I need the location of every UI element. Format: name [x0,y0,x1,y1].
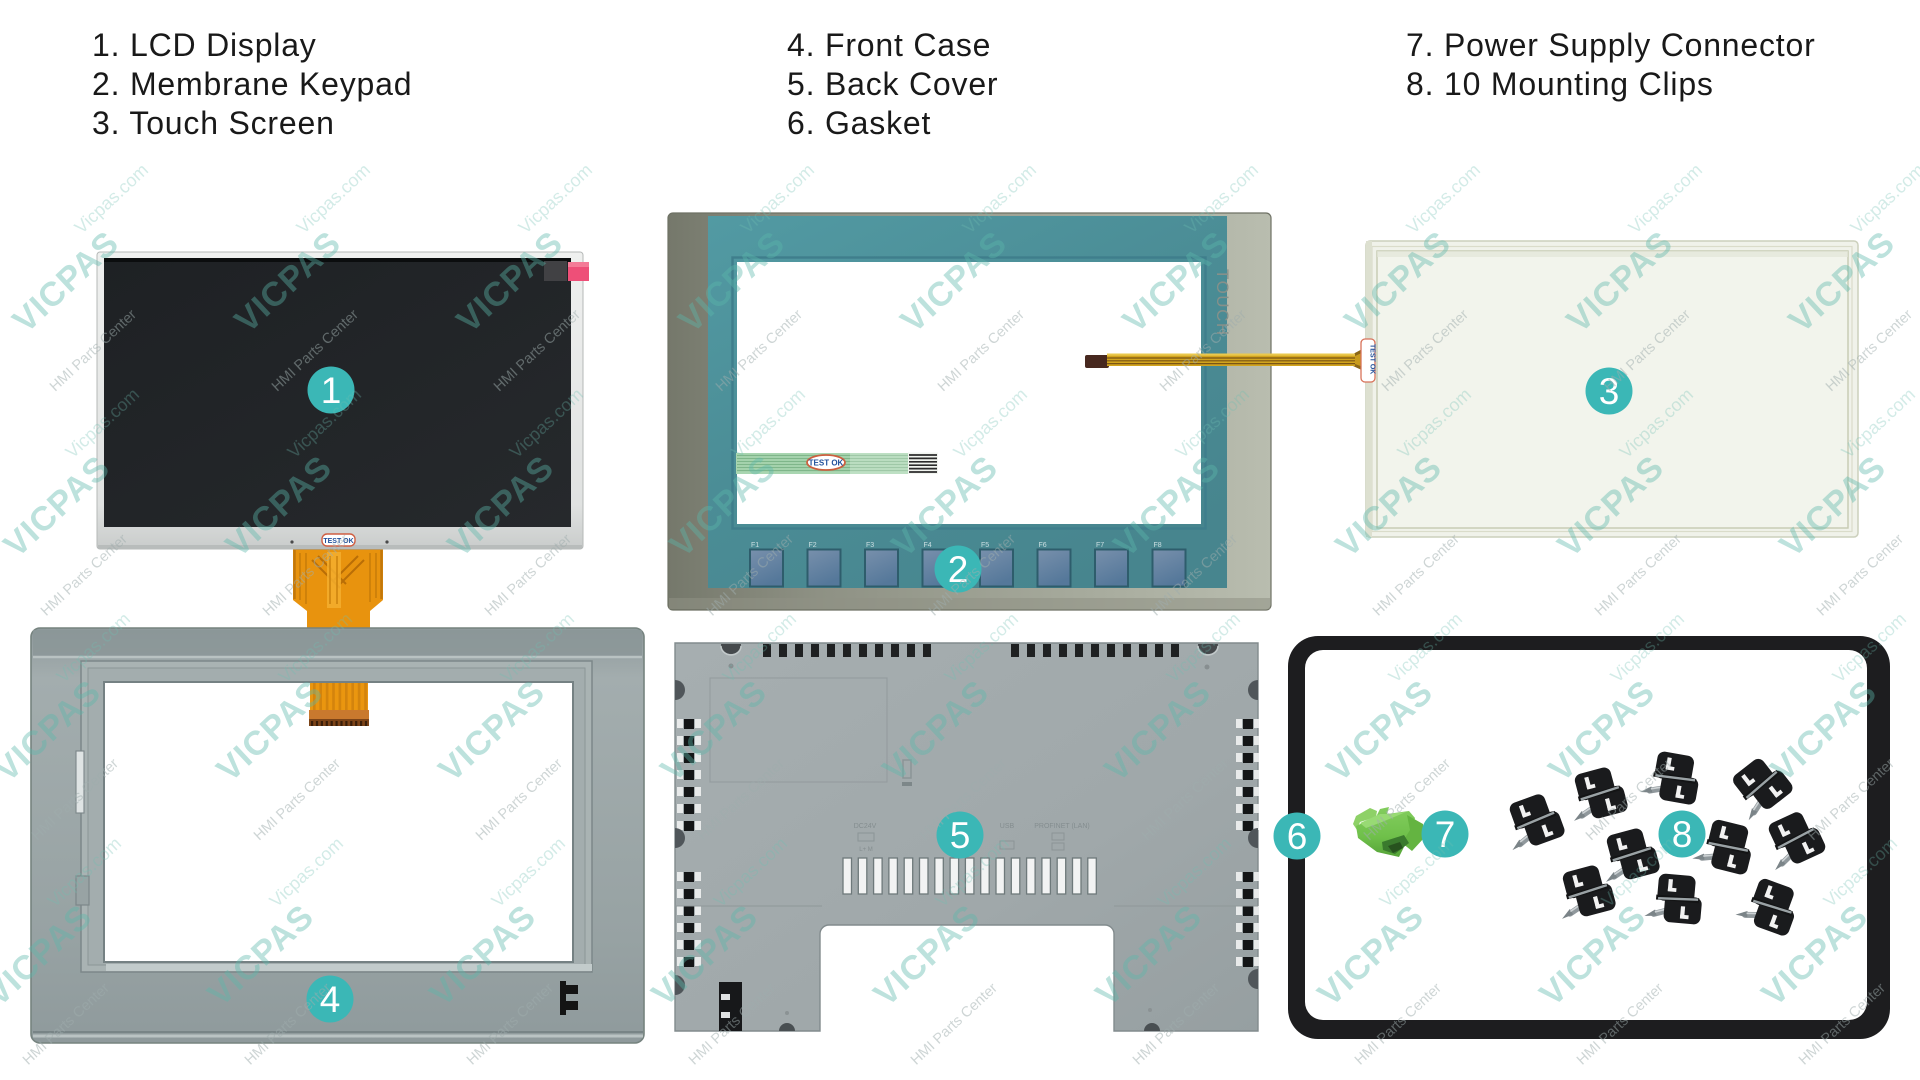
svg-text:Vicpas.com: Vicpas.com [1847,160,1920,238]
svg-text:TEST OK: TEST OK [323,538,353,545]
svg-text:4: 4 [320,979,341,1020]
svg-text:5: 5 [950,815,971,856]
svg-text:F6: F6 [1039,542,1047,549]
svg-text:F7: F7 [1096,542,1104,549]
svg-text:USB: USB [1000,823,1015,830]
svg-text:F8: F8 [1154,542,1162,549]
svg-text:F1: F1 [751,542,759,549]
svg-text:6: 6 [1287,816,1308,857]
svg-text:Vicpas.com: Vicpas.com [71,160,152,238]
svg-text:8: 8 [1672,814,1693,855]
svg-text:HMI Parts Center: HMI Parts Center [1814,531,1907,619]
svg-text:TEST OK: TEST OK [809,459,844,468]
svg-text:Vicpas.com: Vicpas.com [1403,160,1484,238]
svg-text:F2: F2 [809,542,817,549]
svg-text:1: 1 [321,370,342,411]
svg-text:7: 7 [1435,814,1456,855]
svg-text:HMI Parts Center: HMI Parts Center [38,531,131,619]
svg-text:HMI Parts Center: HMI Parts Center [1370,531,1463,619]
svg-text:Vicpas.com: Vicpas.com [515,160,596,238]
svg-text:TEST OK: TEST OK [1369,344,1376,374]
svg-text:Vicpas.com: Vicpas.com [293,160,374,238]
svg-text:PROFINET (LAN): PROFINET (LAN) [1034,823,1090,830]
svg-text:F5: F5 [981,542,989,549]
svg-text:TOUCH: TOUCH [1213,269,1232,337]
svg-text:F4: F4 [924,542,932,549]
svg-text:HMI Parts Center: HMI Parts Center [908,980,1001,1068]
svg-text:F3: F3 [866,542,874,549]
svg-text:2: 2 [948,549,969,590]
svg-text:Vicpas.com: Vicpas.com [1625,160,1706,238]
svg-text:3: 3 [1599,371,1620,412]
svg-text:DC24V: DC24V [854,823,877,830]
svg-text:HMI Parts Center: HMI Parts Center [1592,531,1685,619]
svg-text:L+ M: L+ M [859,847,873,853]
